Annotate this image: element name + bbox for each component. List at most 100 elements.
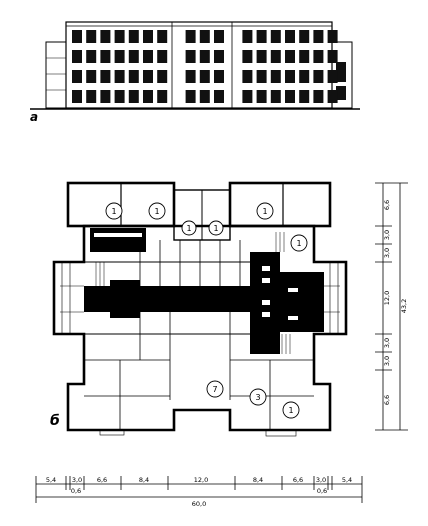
facade-window bbox=[199, 50, 210, 63]
facade-window bbox=[327, 50, 338, 63]
facade-window bbox=[114, 90, 125, 103]
facade-window bbox=[214, 50, 224, 63]
facade-window bbox=[299, 90, 310, 103]
facade-window bbox=[157, 90, 168, 103]
facade-window bbox=[143, 50, 153, 63]
facade-window bbox=[72, 90, 82, 103]
facade-window bbox=[327, 90, 338, 103]
facade-window bbox=[72, 50, 82, 63]
facade-window bbox=[114, 70, 125, 83]
vdim-4: 12,0 bbox=[383, 291, 391, 305]
facade-window bbox=[128, 30, 139, 43]
room-mark-1-d: 1 bbox=[208, 220, 224, 236]
facade-window bbox=[214, 30, 224, 43]
room-mark-3-text: 3 bbox=[255, 393, 260, 402]
room-mark-1-g: 1 bbox=[282, 401, 300, 419]
panel-label-a: a bbox=[30, 110, 38, 124]
vertical-dimension-labels: 6,6 3,0 3,0 12,0 3,0 3,0 6,6 43,2 bbox=[383, 200, 408, 405]
hdim-4: 8,4 bbox=[139, 476, 149, 484]
facade-window bbox=[185, 90, 196, 103]
facade-window bbox=[86, 30, 97, 43]
vdim-total: 43,2 bbox=[400, 299, 408, 313]
facade-window bbox=[199, 90, 210, 103]
facade-window bbox=[86, 90, 97, 103]
horizontal-dimension-chain bbox=[35, 476, 363, 503]
hdim-9: 5,4 bbox=[342, 476, 352, 484]
hdim-2: 3,0 bbox=[72, 476, 82, 484]
facade-window bbox=[100, 90, 111, 103]
facade-window bbox=[285, 50, 295, 63]
room-mark-1-f-text: 1 bbox=[296, 239, 301, 248]
room-mark-1-e: 1 bbox=[256, 202, 274, 220]
facade-window bbox=[270, 30, 281, 43]
facade-window bbox=[72, 30, 82, 43]
facade-window bbox=[214, 70, 224, 83]
facade-window bbox=[313, 70, 324, 83]
facade-window bbox=[256, 30, 267, 43]
hdim-7: 6,6 bbox=[293, 476, 303, 484]
facade-window bbox=[327, 30, 338, 43]
facade-window bbox=[185, 70, 196, 83]
facade-window bbox=[128, 70, 139, 83]
room-mark-1-f: 1 bbox=[290, 234, 308, 252]
facade-window bbox=[299, 50, 310, 63]
facade-window bbox=[242, 90, 253, 103]
hdim-sub-left: 0,6 bbox=[71, 487, 81, 495]
hdim-8: 3,0 bbox=[316, 476, 326, 484]
room-mark-1-e-text: 1 bbox=[262, 207, 267, 216]
facade-window bbox=[270, 90, 281, 103]
facade-window bbox=[270, 70, 281, 83]
room-mark-1-d-text: 1 bbox=[213, 224, 218, 233]
hdim-5: 12,0 bbox=[194, 476, 208, 484]
facade-window bbox=[100, 50, 111, 63]
facade-window bbox=[114, 50, 125, 63]
facade-window bbox=[313, 90, 324, 103]
hdim-sub-right: 0,6 bbox=[317, 487, 327, 495]
facade-window bbox=[199, 70, 210, 83]
facade-window bbox=[157, 30, 168, 43]
room-mark-1-a-text: 1 bbox=[111, 207, 116, 216]
room-mark-7-text: 7 bbox=[212, 385, 217, 394]
room-mark-1-c-text: 1 bbox=[186, 224, 191, 233]
vdim-6: 3,0 bbox=[383, 356, 391, 366]
hdim-3: 6,6 bbox=[97, 476, 107, 484]
vdim-3: 3,0 bbox=[383, 248, 391, 258]
vertical-dimension-chain bbox=[375, 182, 408, 431]
facade-window bbox=[256, 50, 267, 63]
room-mark-1-a: 1 bbox=[105, 202, 123, 220]
room-mark-1-g-text: 1 bbox=[288, 406, 293, 415]
facade-window bbox=[214, 90, 224, 103]
facade-window bbox=[256, 90, 267, 103]
floor-plan bbox=[52, 181, 348, 437]
room-mark-1-c: 1 bbox=[181, 220, 197, 236]
facade-window bbox=[100, 30, 111, 43]
horizontal-dimension-labels: 5,4 3,0 6,6 8,4 12,0 8,4 6,6 3,0 5,4 0,6… bbox=[46, 476, 352, 508]
vdim-5: 3,0 bbox=[383, 338, 391, 348]
room-mark-7: 7 bbox=[206, 380, 224, 398]
facade-window bbox=[285, 30, 295, 43]
facade-window bbox=[157, 70, 168, 83]
vdim-7: 6,6 bbox=[383, 395, 391, 405]
facade-window bbox=[143, 70, 153, 83]
facade-window bbox=[100, 70, 111, 83]
hdim-total: 60,0 bbox=[192, 500, 206, 508]
facade-window bbox=[157, 50, 168, 63]
facade-window bbox=[313, 30, 324, 43]
facade-window bbox=[242, 30, 253, 43]
vdim-1: 6,6 bbox=[383, 200, 391, 210]
room-mark-3: 3 bbox=[249, 388, 267, 406]
facade-window bbox=[285, 70, 295, 83]
facade-window bbox=[285, 90, 295, 103]
hdim-1: 5,4 bbox=[46, 476, 56, 484]
facade-window bbox=[114, 30, 125, 43]
facade-window bbox=[128, 50, 139, 63]
facade-window bbox=[72, 70, 82, 83]
facade-window bbox=[86, 70, 97, 83]
facade-window bbox=[242, 70, 253, 83]
facade-window bbox=[256, 70, 267, 83]
facade-window bbox=[86, 50, 97, 63]
facade-window bbox=[143, 90, 153, 103]
panel-label-b: б bbox=[50, 413, 60, 429]
facade-window bbox=[299, 30, 310, 43]
